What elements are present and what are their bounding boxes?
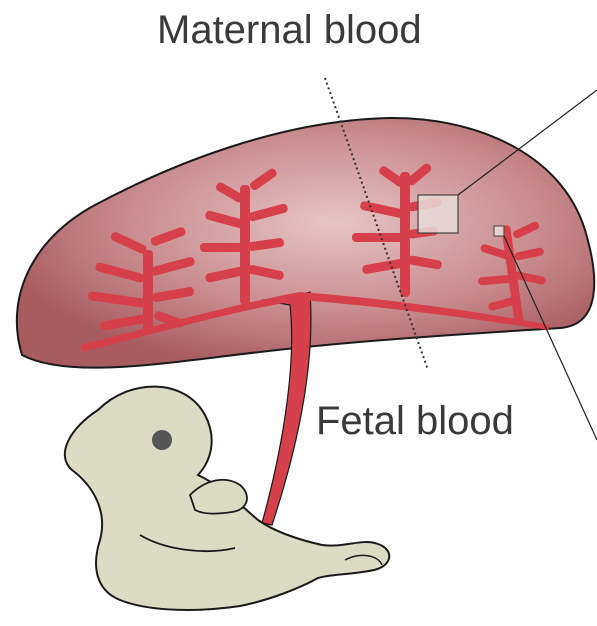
fetus-eye: [152, 430, 172, 450]
callout-box-small: [494, 226, 504, 236]
maternal-blood-label: Maternal blood: [157, 10, 422, 50]
callout-box-large: [418, 195, 458, 233]
fetal-blood-label: Fetal blood: [316, 401, 514, 441]
